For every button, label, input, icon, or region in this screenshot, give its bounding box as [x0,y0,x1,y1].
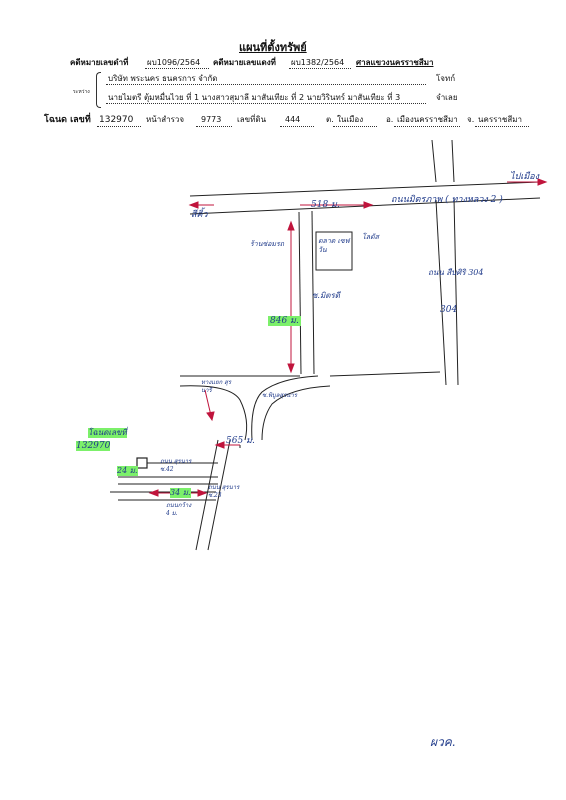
province-label: จ. [467,115,475,124]
subdistrict-label: ต. [326,115,334,124]
red-case-label: คดีหมายเลขแดงที่ [213,58,276,67]
highway-304-right-edge [453,197,459,386]
highway-304-number: 304 [440,305,458,315]
underline [333,126,377,127]
deed-note-label: โฉนดเลขที่ [88,428,127,438]
underline [145,68,209,69]
defendants: นายไมตรี ตุ้มหมื่นไวย ที่ 1 นางสาวสุมาลี… [108,93,401,102]
survey-label: หน้าสำรวจ [146,115,185,124]
highway-304-left-edge [435,199,447,386]
distance-small: 24 ม. [117,466,138,476]
underline [106,84,426,85]
to-city-label: ไปเมือง [510,172,540,182]
south-road-right-edge [207,439,231,551]
subdistrict: ในเมือง [337,115,364,124]
motorbike-shop-label: ร้านซ่อมรถ [250,240,285,248]
to-sikhio-label: สีคิ้ว [191,210,208,220]
underline [289,68,351,69]
red-case-no: ผบ1382/2564 [291,58,345,67]
province: นครราชสีมา [478,115,522,124]
deed-no: 132970 [99,115,134,125]
market-label: ตลาด เซฟวัน [318,237,350,254]
black-case-no: ผบ1096/2564 [147,58,201,67]
between-label: ระหว่าง [73,89,90,95]
soi-23-label: ถนน สุรนาร ซ.23 [208,484,240,499]
alley-left-edge [298,211,302,375]
road-width-note: ถนนกว้าง 4 ม. [166,502,192,517]
land-label: เลขที่ดิน [237,115,267,124]
underline [475,126,529,127]
land-parcel [136,457,148,469]
distance-top: 518 ม. [311,200,340,210]
land-no: 444 [285,115,301,124]
defendant-role: จำเลย [436,93,458,102]
south-road-left-edge [195,439,219,551]
distance-bottom: 34 ม. [170,488,191,498]
underline [97,126,141,127]
distance-lower: 565 ม. [226,436,255,446]
survey-no: 9773 [201,115,222,124]
deed-note-number: 132970 [76,441,111,451]
alley-right-edge [311,210,315,375]
district-label: อ. [386,115,394,124]
lotus-label: โลตัส [362,233,379,241]
alley-mitdi-label: ซ.มิตรดี [312,291,340,300]
plaintiff: บริษัท พระนคร ธนครการ จำกัด [108,74,218,83]
black-case-label: คดีหมายเลขดำที่ [70,58,129,67]
soi-42-label: ถนน สุรนาร ซ.42 [160,458,192,473]
document-title: แผนที่ตั้งทรัพย์ [239,41,307,54]
main-road-top-edge [189,181,541,197]
underline [196,126,232,127]
court-name: ศาลแขวงนครราชสีมา [356,58,434,67]
plaintiff-role: โจทก์ [436,74,456,83]
junction-label: ทางแยก สุรนารี [201,379,232,394]
deed-label: โฉนด เลขที่ [44,115,91,125]
underline [106,103,426,104]
signature: ผวค. [430,735,456,749]
distance-mid: 846 ม. [268,316,301,326]
underline [280,126,314,127]
alley-suranaree-label: ซ.พิบูลสุรนาร [262,392,297,399]
main-road-label: ถนนมิตรภาพ ( ทางหลวง 2 ) [391,195,503,205]
bracket [96,72,101,108]
underline [394,126,460,127]
district: เมืองนครราชสีมา [397,115,458,124]
market-building [315,231,353,271]
highway-304-label: ถนน สืบศิริ 304 [428,268,484,277]
